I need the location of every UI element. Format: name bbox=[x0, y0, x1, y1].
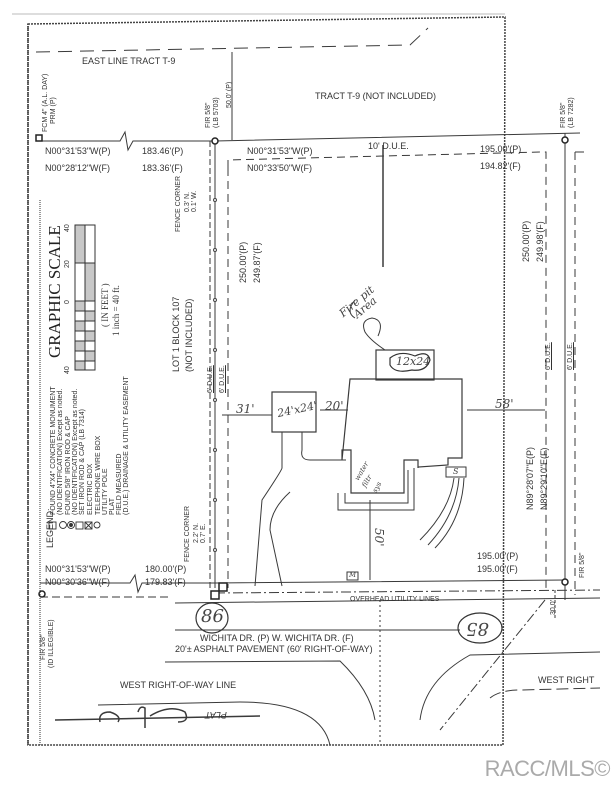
west-side-plat: 250.00'(P) bbox=[238, 241, 248, 283]
fir-top-right-label-2: (LB 7282) bbox=[568, 97, 575, 128]
scale-tick-40-left: 40 bbox=[64, 366, 71, 374]
west-side-field: 249.87'(F) bbox=[252, 242, 262, 283]
east-bearing-field: N89°29'10"E(F) bbox=[539, 447, 549, 510]
bearing-bot-left-plat: N00°31'53"W(P) bbox=[45, 564, 111, 574]
east-side-plat: 250.00'(P) bbox=[521, 220, 531, 262]
tract-label: TRACT T-9 (NOT INCLUDED) bbox=[315, 91, 437, 101]
bearing-top-right-plat: N00°31'53"W(P) bbox=[247, 146, 313, 156]
bearing-top-left-plat: N00°31'53"W(P) bbox=[45, 146, 111, 156]
legend-item-1: FOUND 4"X4" CONCRETE MONUMENT bbox=[50, 386, 57, 515]
dist-top-right-plat: 195.00'(P) bbox=[480, 144, 522, 154]
dist-20: 20' bbox=[325, 399, 344, 413]
due-6-right-b: 6' D.U.E. bbox=[567, 342, 574, 370]
scale-title: GRAPHIC SCALE bbox=[45, 225, 64, 358]
dist-bot-right-field: 195.00'(F) bbox=[477, 564, 518, 574]
west-row-right-label: WEST RIGHT bbox=[538, 675, 595, 685]
east-bearing-plat: N89°28'07"E(P) bbox=[525, 446, 535, 510]
road-name-label: WICHITA DR. (P) W. WICHITA DR. (F) bbox=[200, 633, 354, 643]
dim-50-label: 50.0' (P) bbox=[226, 81, 233, 108]
legend-item-2-note: (NO IDENTIFICATION) Except as noted. bbox=[72, 388, 79, 515]
dist-bot-right-plat: 195.00'(P) bbox=[477, 551, 519, 561]
fence-corner-top-2: 0.3' N. bbox=[184, 191, 191, 212]
dist-top-right-field: 194.82'(F) bbox=[480, 161, 521, 171]
scale-tick-20: 20 bbox=[64, 260, 71, 268]
meter-box-label: M bbox=[349, 571, 357, 579]
bearing-bot-left-field: N00°30'36"W(F) bbox=[45, 577, 111, 587]
due-6-left-b: 6' D.U.E. bbox=[219, 365, 226, 393]
dist-top-left-plat: 183.46'(P) bbox=[142, 146, 184, 156]
fir-top-mid-label-2: (LB 5703) bbox=[213, 97, 220, 128]
scale-ratio: 1 inch = 40 ft. bbox=[111, 285, 121, 336]
fir-bot-left-label-2: (ID ILLEGIBLE) bbox=[48, 619, 55, 668]
due-10-label: 10' D.U.E. bbox=[368, 141, 409, 151]
legend-item-7: PLAT bbox=[109, 498, 116, 515]
lot-85: 85 bbox=[466, 618, 489, 639]
fcm-label: FCM 4" (A.L. DAY) bbox=[42, 73, 49, 132]
east-side-field: 249.98'(F) bbox=[535, 221, 545, 262]
watermark: RACC/MLS© bbox=[484, 756, 611, 781]
legend-item-1-note: (NO IDENTIFICATION) Except as noted. bbox=[57, 388, 64, 515]
dist-bot-left-field: 179.83'(F) bbox=[145, 577, 186, 587]
fence-corner-bot-2: 2.2' N. bbox=[193, 522, 200, 543]
lot-block-label-2: (NOT INCLUDED) bbox=[184, 298, 194, 372]
legend-item-2: FOUND 5/8" IRON ROD & CAP bbox=[65, 416, 72, 515]
overhead-utility-label: OVERHEAD UTILITY LINES bbox=[350, 596, 440, 603]
due-6-right-a: 6' D.U.E. bbox=[545, 342, 552, 370]
dist-50: 50' bbox=[372, 528, 386, 547]
dist-top-left-field: 183.36'(F) bbox=[142, 163, 183, 173]
fcm-label-2: PRM (P) bbox=[50, 97, 57, 124]
scale-tick-40-right: 40 bbox=[64, 224, 71, 232]
dist-58: 58' bbox=[495, 397, 514, 411]
scale-tick-0: 0 bbox=[64, 300, 71, 304]
pavement-label: 20'± ASPHALT PAVEMENT (60' RIGHT-OF-WAY) bbox=[175, 644, 373, 654]
fence-corner-bot: FENCE CORNER bbox=[184, 505, 191, 562]
legend-item-4: ELECTRIC BOX bbox=[87, 463, 94, 515]
legend-item-9: (D.U.E.) DRAINAGE & UTILITY EASEMENT bbox=[123, 376, 130, 515]
plat-stamp: PLAT bbox=[205, 710, 227, 720]
west-row-label: WEST RIGHT-OF-WAY LINE bbox=[120, 680, 237, 690]
dist-bot-left-plat: 180.00'(P) bbox=[145, 564, 187, 574]
scale-unit: ( IN FEET ) bbox=[100, 283, 110, 327]
fence-corner-top: FENCE CORNER bbox=[175, 175, 182, 232]
dist-31: 31' bbox=[236, 402, 255, 416]
fir-bot-right-label: FIR 5/8" bbox=[579, 552, 586, 578]
legend-item-3: SET IRON ROD & CAP (LB 7314) bbox=[79, 409, 86, 515]
legend-item-8: FIELD MEASURED bbox=[116, 453, 123, 515]
lot-block-label: LOT 1 BLOCK 107 bbox=[171, 296, 181, 372]
legend-item-5: TELEPHONE WIRE BOX bbox=[95, 435, 102, 515]
fir-top-right-label: FIR 5/8" bbox=[560, 102, 567, 128]
bearing-top-left-field: N00°28'12"W(F) bbox=[45, 163, 111, 173]
legend-item-6: UTILITY POLE bbox=[102, 468, 109, 515]
east-line-label: EAST LINE TRACT T-9 bbox=[82, 56, 176, 66]
bearing-top-right-field: N00°33'50"W(F) bbox=[247, 163, 313, 173]
fir-bot-left-label: FIR 5/8" bbox=[40, 634, 47, 660]
shed-size: 12x24 bbox=[396, 355, 431, 368]
due-6-left-a: 6' D.U.E. bbox=[207, 365, 214, 393]
fence-corner-top-3: 0.1' W. bbox=[191, 190, 198, 212]
dim-30-label: 30.0' bbox=[550, 600, 557, 615]
septic-box-label: S bbox=[453, 467, 459, 476]
fence-corner-bot-3: 0.7' E. bbox=[200, 523, 207, 543]
fir-top-mid-label: FIR 5/8" bbox=[205, 102, 212, 128]
lot-86: 86 bbox=[201, 606, 224, 627]
